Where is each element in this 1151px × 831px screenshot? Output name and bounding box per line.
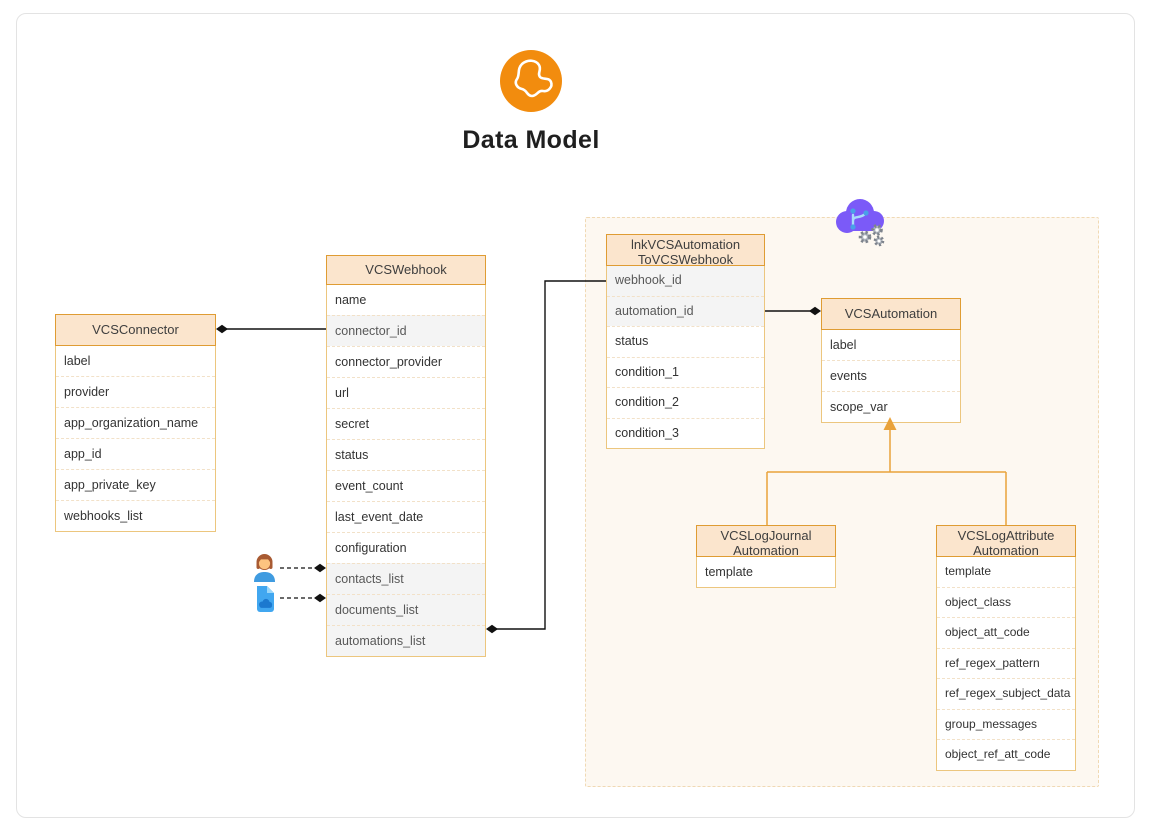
field-row: ref_regex_subject_data [937, 678, 1075, 709]
field-row: label [830, 338, 857, 352]
field-row: name [335, 293, 367, 307]
field-row: status [327, 439, 485, 470]
field-row: webhooks_list [56, 500, 215, 531]
entity-vcs-connector: VCSConnector label provider app_organiza… [55, 314, 216, 532]
field-row: object_ref_att_code [937, 739, 1075, 770]
entity-title: VCSLogAttribute Automation [936, 525, 1076, 558]
field-row: documents_list [327, 594, 485, 625]
cloud-automation-gears-icon [832, 196, 890, 253]
field-row: template [945, 564, 992, 578]
entity-title-line1: VCSLogAttribute [957, 528, 1055, 543]
field-row: app_organization_name [56, 407, 215, 438]
field-row: configuration [327, 532, 485, 563]
entity-lnk-vcs-automation-to-vcs-webhook: lnkVCSAutomation ToVCSWebhook webhook_id… [606, 234, 765, 449]
field-row: status [607, 326, 764, 357]
field-row: scope_var [822, 391, 960, 422]
field-row: ref_regex_pattern [937, 647, 1075, 679]
field-row: automations_list [327, 625, 485, 656]
field-row: object_class [937, 586, 1075, 618]
entity-vcs-log-journal-automation: VCSLogJournal Automation template [696, 525, 836, 588]
field-row: condition_2 [607, 387, 764, 418]
field-row: connector_id [327, 315, 485, 346]
field-row: event_count [327, 470, 485, 501]
entity-title-line1: lnkVCSAutomation [630, 237, 741, 252]
field-row: secret [327, 408, 485, 439]
entity-title-line2: Automation [973, 543, 1039, 558]
field-row: events [822, 360, 960, 391]
field-row: condition_1 [607, 356, 764, 388]
field-row: webhook_id [607, 266, 764, 296]
entity-title: VCSAutomation [821, 298, 961, 330]
field-row: connector_provider [327, 346, 485, 377]
field-row: provider [56, 376, 215, 407]
entity-title-line2: Automation [733, 543, 799, 558]
entity-vcs-automation: VCSAutomation label events scope_var [821, 298, 961, 423]
entity-vcs-log-attribute-automation: VCSLogAttribute Automation template obje… [936, 525, 1076, 771]
gecko-logo-icon [500, 50, 562, 112]
field-row: condition_3 [607, 417, 764, 449]
field-row: app_id [56, 438, 215, 469]
field-row: group_messages [937, 708, 1075, 740]
entity-title: VCSLogJournal Automation [696, 525, 836, 558]
entity-vcs-webhook: VCSWebhook name connector_id connector_p… [326, 255, 486, 657]
page-border [16, 13, 1135, 818]
field-row: automation_id [607, 295, 764, 326]
entity-title-line2: ToVCSWebhook [637, 252, 734, 267]
entity-title-line1: VCSLogJournal [720, 528, 812, 543]
entity-title: VCSWebhook [326, 255, 486, 285]
field-row: template [705, 565, 753, 579]
field-row: contacts_list [327, 563, 485, 594]
page-title: Data Model [462, 126, 600, 154]
field-row: object_att_code [937, 617, 1075, 648]
field-row: url [327, 377, 485, 408]
entity-title: VCSConnector [55, 314, 216, 346]
field-row: last_event_date [327, 501, 485, 532]
document-icon [254, 585, 277, 618]
field-row: label [64, 354, 91, 368]
entity-title: lnkVCSAutomation ToVCSWebhook [606, 234, 765, 267]
person-icon [252, 553, 277, 587]
field-row: app_private_key [56, 469, 215, 500]
